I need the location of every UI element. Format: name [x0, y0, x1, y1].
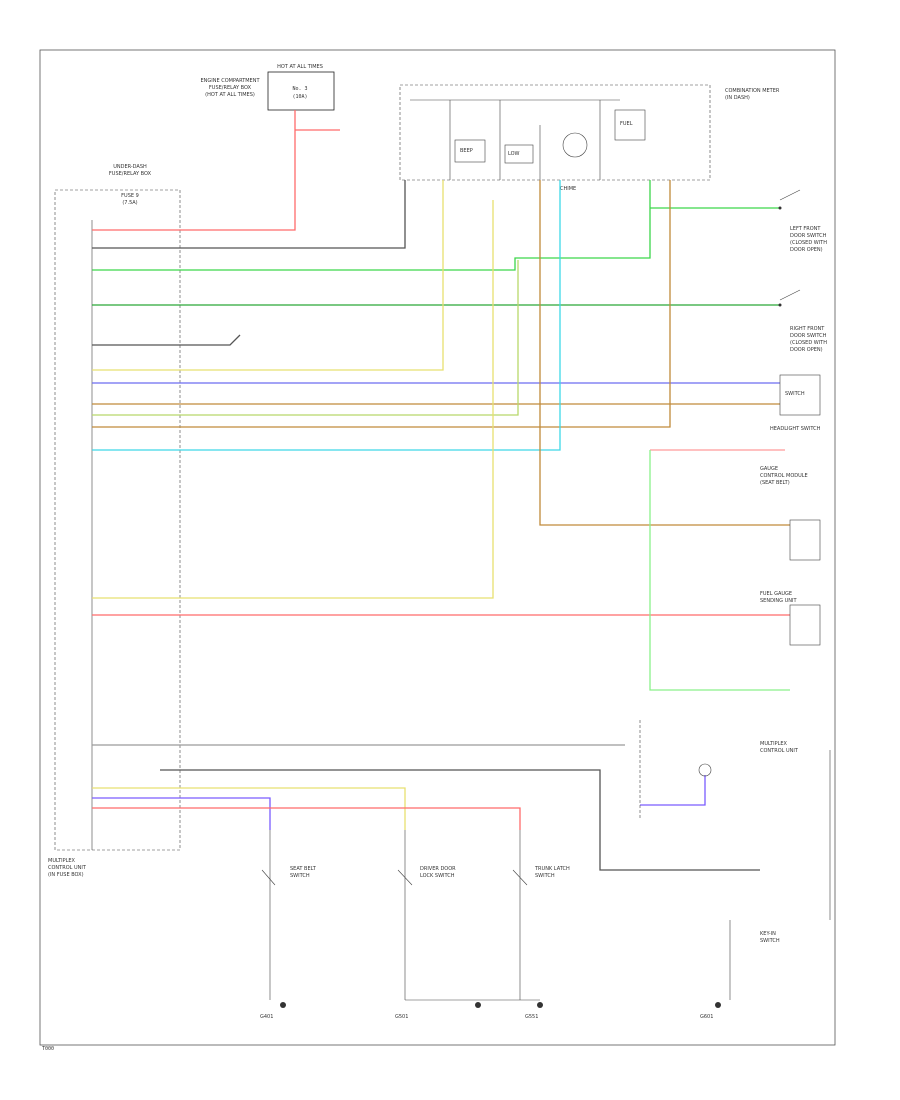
svg-text:ENGINE COMPARTMENT: ENGINE COMPARTMENT [200, 78, 260, 84]
gauge-module: GAUGE CONTROL MODULE (SEAT BELT) [760, 466, 821, 561]
svg-text:SEAT BELT: SEAT BELT [290, 866, 317, 872]
under-dash-fuse-box: UNDER-DASH FUSE/RELAY BOX FUSE 9 (7.5A) … [48, 164, 181, 878]
svg-text:(SEAT BELT): (SEAT BELT) [760, 480, 790, 486]
svg-text:SWITCH: SWITCH [535, 873, 555, 879]
svg-text:MULTIPLEX: MULTIPLEX [760, 741, 788, 747]
wire-red-3 [92, 807, 521, 830]
trunk-latch-switch: TRUNK LATCH SWITCH G551 [512, 830, 570, 1020]
svg-text:(7.5A): (7.5A) [122, 200, 137, 206]
svg-text:MULTIPLEX: MULTIPLEX [48, 858, 76, 864]
page-code: T000 [42, 1046, 54, 1052]
svg-text:CONTROL MODULE: CONTROL MODULE [760, 473, 808, 479]
svg-text:FUEL: FUEL [620, 121, 633, 127]
left-door-switch: LEFT FRONT DOOR SWITCH (CLOSED WITH DOOR… [778, 189, 827, 253]
svg-text:RIGHT FRONT: RIGHT FRONT [790, 326, 825, 332]
svg-text:G501: G501 [395, 1014, 408, 1020]
svg-text:DOOR OPEN): DOOR OPEN) [790, 247, 823, 253]
fuse-box-label: HOT AT ALL TIMES [277, 64, 323, 70]
wire-seat-belt [92, 334, 241, 346]
svg-text:LOW: LOW [508, 151, 520, 157]
wire-cyan [92, 180, 561, 451]
svg-text:SENDING UNIT: SENDING UNIT [760, 598, 797, 604]
wire-red-power [92, 110, 340, 231]
svg-text:DRIVER DOOR: DRIVER DOOR [420, 866, 456, 872]
svg-text:(CLOSED WITH: (CLOSED WITH [790, 240, 827, 246]
wire-yellow-3 [92, 787, 406, 830]
svg-text:FUSE 9: FUSE 9 [121, 193, 139, 199]
svg-text:LOCK SWITCH: LOCK SWITCH [420, 873, 455, 879]
svg-text:TRUNK LATCH: TRUNK LATCH [534, 866, 570, 872]
wire-yellow [92, 180, 444, 371]
svg-text:CHIME: CHIME [560, 186, 576, 192]
svg-text:(CLOSED WITH: (CLOSED WITH [790, 340, 827, 346]
svg-text:CONTROL UNIT: CONTROL UNIT [760, 748, 799, 754]
wire-violet [92, 797, 271, 830]
svg-text:SWITCH: SWITCH [760, 938, 780, 944]
seat-belt-switch: SEAT BELT SWITCH G401 [260, 830, 317, 1020]
fuel-gauge: FUEL GAUGE SENDING UNIT [760, 591, 821, 646]
svg-text:G401: G401 [260, 1014, 273, 1020]
svg-text:(IN DASH): (IN DASH) [725, 95, 750, 101]
wire-ltgreen-right [649, 450, 790, 691]
svg-text:BEEP: BEEP [460, 148, 473, 154]
headlight-switch: SWITCH HEADLIGHT SWITCH [770, 374, 821, 432]
combination-meter: COMBINATION METER (IN DASH) BEEP LOW FUE… [399, 84, 780, 192]
svg-text:FUSE/RELAY BOX: FUSE/RELAY BOX [109, 171, 152, 177]
svg-text:G601: G601 [700, 1014, 713, 1020]
wire-brown-3 [539, 180, 790, 526]
svg-text:CONTROL UNIT: CONTROL UNIT [48, 865, 87, 871]
svg-text:GAUGE: GAUGE [760, 466, 778, 472]
svg-text:HEADLIGHT SWITCH: HEADLIGHT SWITCH [770, 426, 821, 432]
combination-meter-label: COMBINATION METER [725, 88, 780, 94]
multiplex-right: MULTIPLEX CONTROL UNIT [639, 720, 799, 820]
wire-black-2 [160, 769, 760, 871]
svg-text:FUSE/RELAY BOX: FUSE/RELAY BOX [209, 85, 252, 91]
svg-text:SWITCH: SWITCH [290, 873, 310, 879]
right-door-switch: RIGHT FRONT DOOR SWITCH (CLOSED WITH DOO… [778, 289, 827, 353]
svg-text:FUEL GAUGE: FUEL GAUGE [760, 591, 792, 597]
svg-text:G551: G551 [525, 1014, 538, 1020]
svg-text:(HOT AT ALL TIMES): (HOT AT ALL TIMES) [205, 92, 255, 98]
door-lock-switch: DRIVER DOOR LOCK SWITCH G501 [395, 830, 540, 1020]
svg-text:DOOR SWITCH: DOOR SWITCH [790, 333, 827, 339]
wire-green-1 [92, 180, 780, 271]
wire-yellow-2 [92, 200, 494, 599]
svg-text:No. 3: No. 3 [292, 86, 307, 92]
wire-ltgreen-1 [92, 260, 519, 416]
svg-text:(10A): (10A) [292, 94, 307, 100]
svg-text:UNDER-DASH: UNDER-DASH [113, 164, 147, 170]
svg-text:DOOR SWITCH: DOOR SWITCH [790, 233, 827, 239]
svg-text:DOOR OPEN): DOOR OPEN) [790, 347, 823, 353]
diagram-border [39, 49, 836, 1046]
key-switch: KEY-IN SWITCH G601 [700, 750, 831, 1020]
svg-text:KEY-IN: KEY-IN [760, 931, 776, 937]
wire-brown-2 [92, 180, 671, 428]
engine-fuse-box: HOT AT ALL TIMES ENGINE COMPARTMENT FUSE… [200, 64, 335, 111]
svg-text:(IN FUSE BOX): (IN FUSE BOX) [48, 872, 84, 878]
wire-violet-right [640, 775, 706, 806]
svg-text:SWITCH: SWITCH [785, 391, 805, 397]
svg-text:LEFT FRONT: LEFT FRONT [790, 226, 821, 232]
wire-black-yel [92, 180, 406, 249]
